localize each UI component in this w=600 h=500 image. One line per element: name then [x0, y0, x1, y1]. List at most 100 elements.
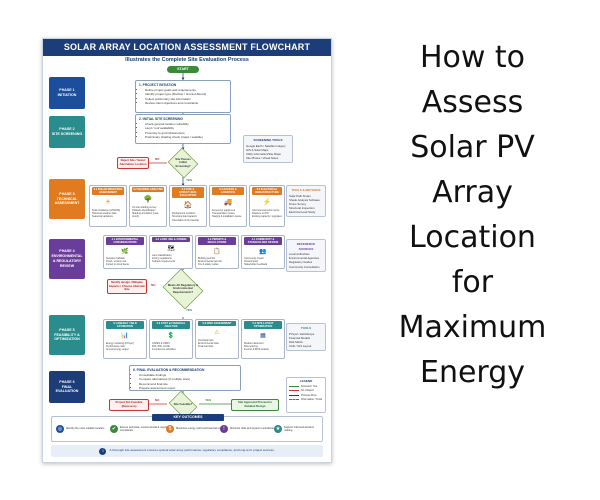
- outcome-item: ◎ Identify the most suitable location: [56, 425, 118, 433]
- reject-site-box: Reject Site / Select Alternative Locatio…: [117, 157, 149, 169]
- decision-1-no: NO: [155, 157, 160, 161]
- heading-line: Solar PV: [410, 130, 535, 165]
- info-icon: i: [99, 447, 107, 455]
- reference-source-item: Local Authorities: [289, 252, 310, 256]
- step-3-1-item: Seasonal variations: [92, 215, 113, 219]
- decision-2-text: Meets All Regulatory & Environmental Req…: [167, 282, 199, 294]
- step-4-1-item: Impact on local fauna: [106, 263, 129, 267]
- key-outcomes-title: KEY OUTCOMES: [152, 414, 224, 421]
- step-4-2-item: Zoning regulations: [152, 257, 172, 261]
- step-6-item: Prepare assessment report: [139, 386, 237, 390]
- step-4-3-box: 4.3 PERMITS & REGULATIONS 📋 Building per…: [195, 235, 239, 269]
- phase-6-name: FINAL EVALUATION: [55, 384, 79, 394]
- project-not-feasible-box: Project Not Feasible (Reassess): [109, 399, 149, 411]
- phase-4-label: PHASE 4 ENVIRONMENTAL & REGULATORY REVIE…: [49, 239, 85, 279]
- decision-site-feasible: Site Feasible?: [167, 390, 199, 420]
- step-4-3-item: Building permits: [198, 257, 216, 261]
- step-5-2-item: ROI, IRR, LCOE: [152, 345, 170, 349]
- poster-title: SOLAR ARRAY LOCATION ASSESSMENT FLOWCHAR…: [43, 39, 331, 56]
- tools-method-item: Drone Survey: [289, 201, 307, 206]
- phase-6-number: PHASE 6: [59, 379, 75, 384]
- step-4-1-title: 4.1 ENVIRONMENTAL CONSIDERATIONS: [106, 237, 144, 246]
- screening-tools-box: SCREENING TOOLS Google Earth / Satellite…: [243, 135, 293, 164]
- site-approved-box: Site Approved Proceed to Detailed Design: [231, 399, 279, 411]
- step-3-5-box: 3.5 ELECTRICAL INFRASTRUCTURE ⚡ Grid int…: [249, 185, 285, 227]
- step-4-2-title: 4.2 LAND USE & ZONING: [152, 237, 190, 243]
- step-5-4-item: Module placement: [244, 342, 264, 346]
- poster-subtitle: Illustrates the Complete Site Evaluation…: [125, 57, 249, 63]
- leaf-icon: 🌿: [121, 248, 129, 255]
- phase-4-number: PHASE 4: [59, 249, 75, 254]
- step-3-3-box: 3.3 SITE & STRUCTURAL EVALUATION 🏠 Roof/…: [169, 185, 207, 227]
- footer-note: i A thorough site assessment ensures opt…: [51, 445, 323, 457]
- reference-source-item: Regulatory Guides: [289, 260, 313, 265]
- tool-item: Risk Matrix: [289, 339, 303, 344]
- phase-3-name: TECHNICAL ASSESSMENT: [54, 196, 80, 206]
- screening-tools-title: SCREENING TOOLS: [253, 138, 283, 142]
- step-4-1-box: 4.1 ENVIRONMENTAL CONSIDERATIONS 🌿 Sensi…: [103, 235, 147, 269]
- legend-row: No / Reject: [289, 389, 323, 392]
- step-6-item: Consolidate findings: [139, 373, 237, 377]
- side-heading: How to Assess Solar PV Array Location fo…: [360, 35, 585, 395]
- decision-1-yes: YES: [186, 178, 193, 182]
- key-outcomes-box: KEY OUTCOMES ◎ Identify the most suitabl…: [51, 414, 323, 442]
- step-3-4-item: Staging & installation space: [212, 215, 242, 219]
- step-6-box: 6. FINAL EVALUATION & RECOMMENDATION Con…: [129, 365, 241, 391]
- step-3-1-item: Historical weather data: [92, 212, 117, 216]
- heading-line: Array: [432, 175, 513, 210]
- step-5-4-title: 5.4 SITE LAYOUT OPTIMIZATION: [244, 321, 282, 330]
- reference-sources-title: REFERENCE SOURCES: [296, 242, 316, 251]
- panel-grid-icon: ▦: [260, 333, 266, 340]
- map-icon: 🗺: [167, 245, 175, 252]
- step-3-4-item: Access for equipment: [212, 209, 235, 213]
- tools-methods-title: TOOLS & METHODS: [291, 188, 321, 192]
- heading-line: How to: [419, 40, 526, 75]
- outcome-text: Minimize risks and project uncertainties: [230, 427, 276, 431]
- tree-icon: 🌳: [143, 196, 153, 204]
- step-3-2-box: 3.2 SHADING ANALYSIS 🌳 On-site shading s…: [129, 185, 167, 227]
- reference-source-item: Community Consultation: [289, 264, 320, 269]
- step-5-1-box: 5.1 ENERGY YIELD ESTIMATION 📊 Energy mod…: [103, 319, 147, 359]
- phase-2-number: PHASE 2: [59, 127, 75, 132]
- step-5-1-item: Performance ratio: [106, 345, 126, 349]
- decision-2-yes: YES: [186, 308, 193, 312]
- tool-item: Financial Models: [289, 335, 310, 340]
- phase-2-name: SITE SCREENING: [51, 132, 83, 136]
- step-2-item: Land / roof availability: [145, 126, 227, 130]
- start-node: START: [167, 66, 199, 73]
- tool-item: CAD / GIS Layout: [289, 344, 312, 349]
- phase-2-label: PHASE 2 SITE SCREENING: [49, 116, 85, 148]
- step-3-1-box: 3.1 SOLAR RESOURCE ASSESSMENT ☀ Solar ir…: [89, 185, 127, 227]
- money-icon: $: [166, 425, 174, 433]
- step-1-title: 1. PROJECT INITIATION: [139, 83, 177, 87]
- tools-title: TOOLS: [300, 326, 312, 330]
- step-4-2-box: 4.2 LAND USE & ZONING 🗺 Land classificat…: [149, 235, 193, 269]
- reference-sources-box: REFERENCE SOURCES Local Authorities Envi…: [286, 239, 326, 272]
- legend-label: No / Reject: [301, 389, 314, 393]
- step-1-item: Define project goals and requirements: [145, 88, 227, 92]
- phase-6-label: PHASE 6 FINAL EVALUATION: [49, 371, 85, 403]
- risk-icon: !: [220, 425, 228, 433]
- phase-5-number: PHASE 5: [59, 327, 75, 332]
- step-3-3-item: Orientation & tilt potential: [172, 218, 199, 222]
- step-5-3-title: 5.3 RISK ASSESSMENT: [198, 321, 236, 327]
- legend-title: LEGEND: [299, 379, 313, 383]
- step-1-item: Review client objectives and constraints: [145, 101, 227, 105]
- step-5-1-item: Energy modeling (PVsyst): [106, 342, 134, 346]
- step-4-3-item: Fire & safety codes: [198, 263, 219, 267]
- step-2-box: 2. INITIAL SITE SCREENING Check general …: [135, 114, 231, 144]
- heading-line: Location: [409, 220, 536, 255]
- step-3-5-title: 3.5 ELECTRICAL INFRASTRUCTURE: [252, 187, 282, 196]
- step-4-3-item: Environmental permits: [198, 260, 222, 264]
- screening-tool-item: GIS & Solar Maps: [246, 147, 269, 152]
- screening-tool-item: Utility Information/Site Maps: [246, 151, 281, 156]
- step-1-item: Identify project type (Rooftop / Ground-…: [145, 92, 227, 96]
- target-icon: ◎: [56, 425, 64, 433]
- step-3-5-item: Distance to POI: [252, 212, 269, 216]
- step-3-2-item: Obstacle identification: [132, 209, 156, 213]
- screening-tool-item: Google Earth / Satellite Imagery: [246, 143, 286, 148]
- clipboard-icon: 📋: [213, 248, 221, 255]
- legend-box: LEGEND Proceed / Yes No / Reject Process…: [286, 377, 326, 413]
- step-4-4-title: 4.4 COMMUNITY & STAKEHOLDER REVIEW: [244, 237, 282, 246]
- sun-icon: ☀: [104, 199, 112, 207]
